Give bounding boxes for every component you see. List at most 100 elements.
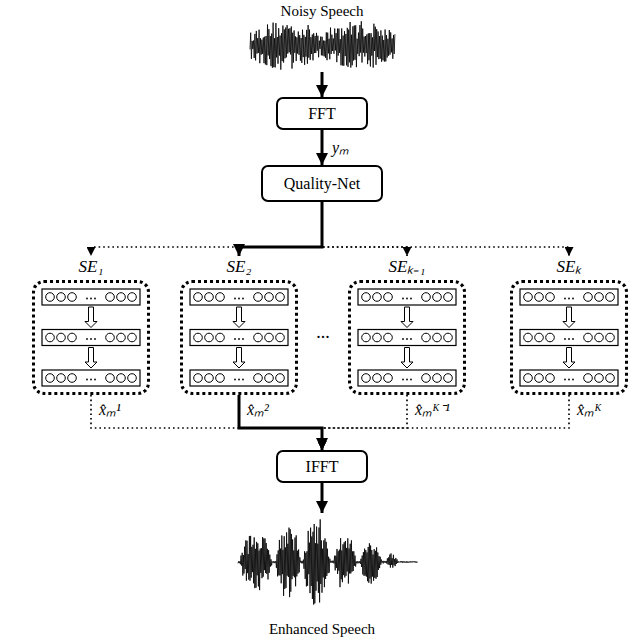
- neuron: [422, 374, 431, 383]
- box-label: FFT: [308, 104, 336, 124]
- neuron: [384, 293, 393, 302]
- layer-bar: [520, 289, 618, 305]
- neuron: [595, 333, 604, 342]
- neuron: [128, 333, 137, 342]
- neuron: [373, 333, 382, 342]
- neuron-dots: [572, 338, 574, 340]
- layer-arrow: [233, 348, 245, 369]
- neuron: [117, 293, 126, 302]
- neuron-dots: [564, 298, 566, 300]
- neuron: [546, 293, 555, 302]
- layer-bar: [42, 330, 140, 346]
- layer-bar: [358, 330, 456, 346]
- neuron: [535, 293, 544, 302]
- neuron-dots: [572, 298, 574, 300]
- neuron: [606, 333, 615, 342]
- signal-arrow: [321, 130, 324, 165]
- neuron-dots: [242, 338, 244, 340]
- neuron: [362, 374, 371, 383]
- signal-label: Noisy Speech: [279, 1, 366, 21]
- neuron-dots: [242, 298, 244, 300]
- neuron: [68, 293, 77, 302]
- neuron-dots: [568, 298, 570, 300]
- signal-label: Enhanced Speech: [267, 619, 377, 639]
- neuron: [216, 374, 225, 383]
- box-label: IFFT: [306, 457, 339, 477]
- ellipsis: ...: [314, 322, 332, 342]
- model-group: SE₁: [32, 256, 150, 395]
- neuron: [205, 333, 214, 342]
- layer-arrow: [401, 348, 413, 369]
- neuron: [546, 374, 555, 383]
- layer-arrow: [85, 348, 97, 369]
- network-icon: [190, 289, 288, 386]
- layer-arrow: [563, 307, 575, 328]
- layer-bar: [190, 330, 288, 346]
- neuron-dots: [234, 338, 236, 340]
- neuron: [205, 374, 214, 383]
- neuron: [584, 374, 593, 383]
- neuron-dots: [234, 379, 236, 381]
- neuron-dots: [94, 298, 96, 300]
- enhanced-waveform: [238, 519, 417, 604]
- neuron: [606, 374, 615, 383]
- neuron: [265, 293, 274, 302]
- dotted-frame: [32, 280, 150, 395]
- layer-bar: [520, 330, 618, 346]
- layer-bar: [190, 289, 288, 305]
- neuron: [128, 293, 137, 302]
- neuron-dots: [86, 338, 88, 340]
- neuron-dots: [234, 298, 236, 300]
- neuron: [433, 374, 442, 383]
- neuron-dots: [90, 338, 92, 340]
- neuron: [254, 293, 263, 302]
- layer-bar: [358, 370, 456, 386]
- neuron-dots: [238, 298, 240, 300]
- signal-symbol: x̂ₘᴷ⁻¹: [413, 400, 452, 420]
- neuron: [433, 333, 442, 342]
- neuron: [384, 333, 393, 342]
- neuron-dots: [242, 379, 244, 381]
- input-arrow: [321, 72, 324, 97]
- neuron: [46, 374, 55, 383]
- neuron: [595, 374, 604, 383]
- neuron: [584, 293, 593, 302]
- neuron-dots: [406, 338, 408, 340]
- neuron: [276, 333, 285, 342]
- neuron: [524, 333, 533, 342]
- neuron-dots: [90, 379, 92, 381]
- box-label: Quality-Net: [284, 174, 360, 194]
- signal-arrow: [239, 202, 322, 256]
- neuron: [106, 293, 115, 302]
- neuron: [57, 293, 66, 302]
- neuron: [384, 374, 393, 383]
- network-icon: [42, 289, 140, 386]
- network-icon: [520, 289, 618, 386]
- neuron: [546, 333, 555, 342]
- neuron: [584, 333, 593, 342]
- layer-bar: [358, 289, 456, 305]
- layer-bar: [42, 370, 140, 386]
- neuron: [106, 333, 115, 342]
- model-name: SE₂: [227, 256, 252, 278]
- layer-arrow: [233, 307, 245, 328]
- neuron: [254, 374, 263, 383]
- noisy-waveform: [250, 21, 395, 69]
- layer-bar: [520, 370, 618, 386]
- neuron: [422, 333, 431, 342]
- neuron: [524, 374, 533, 383]
- neuron: [57, 374, 66, 383]
- neuron: [117, 374, 126, 383]
- neuron-dots: [406, 298, 408, 300]
- neuron-dots: [238, 338, 240, 340]
- neuron: [276, 374, 285, 383]
- neuron-dots: [410, 379, 412, 381]
- neuron: [205, 293, 214, 302]
- layer-arrow: [85, 307, 97, 328]
- neuron: [68, 374, 77, 383]
- neuron: [265, 374, 274, 383]
- signal-symbol: yₘ: [330, 138, 351, 158]
- neuron: [373, 293, 382, 302]
- dotted-frame: [348, 280, 466, 395]
- neuron-dots: [86, 298, 88, 300]
